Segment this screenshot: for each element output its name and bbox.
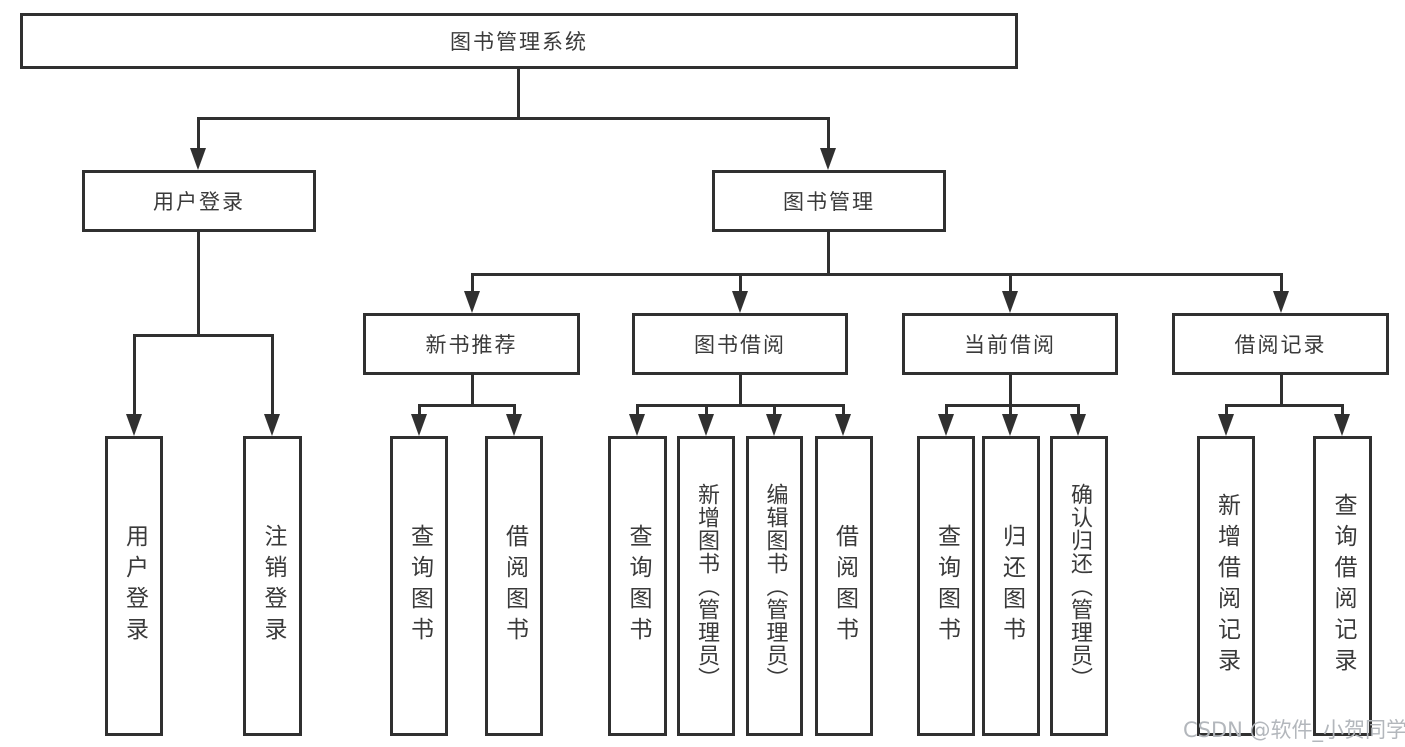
connector-drop-user-login: [197, 117, 200, 150]
leaf-records-add-record-label: 新增借阅记录: [1213, 493, 1240, 679]
connector-drop-borrow-records: [1280, 273, 1283, 293]
leaf-borrow-borrow-books: 借阅图书: [815, 436, 873, 736]
leaf-borrow-add-books-admin-label: 新增图书（管理员）: [694, 482, 719, 690]
node-book-management-label: 图书管理: [783, 190, 875, 214]
connector-level3-rail: [471, 273, 1283, 276]
leaf-current-return-books-label: 归还图书: [998, 524, 1025, 648]
connector-book-borrow-stem: [739, 375, 742, 406]
leaf-current-confirm-return-admin: 确认归还（管理员）: [1050, 436, 1108, 736]
arrow-down-icon: [264, 414, 280, 436]
connector-current-borrow-stem: [1009, 375, 1012, 406]
leaf-borrow-query-books: 查询图书: [608, 436, 667, 736]
connector-drop-leaf: [945, 404, 948, 417]
connector-drop-leaf: [1341, 404, 1344, 417]
node-library-system-label: 图书管理系统: [450, 30, 588, 54]
arrow-down-icon: [698, 414, 714, 436]
node-library-system: 图书管理系统: [20, 13, 1018, 69]
connector-drop-leaf: [705, 404, 708, 417]
connector-drop-leaf: [773, 404, 776, 417]
leaf-user-login-label: 用户登录: [121, 524, 148, 648]
leaf-current-return-books: 归还图书: [982, 436, 1040, 736]
leaf-newbook-borrow-books-label: 借阅图书: [501, 524, 528, 648]
connector-drop-new-book: [471, 273, 474, 293]
arrow-down-icon: [732, 291, 748, 313]
arrow-down-icon: [1218, 414, 1234, 436]
leaf-current-query-books: 查询图书: [917, 436, 975, 736]
connector-root-stem: [517, 68, 520, 120]
arrow-down-icon: [820, 148, 836, 170]
leaf-current-query-books-label: 查询图书: [933, 524, 960, 648]
node-borrowing-records: 借阅记录: [1172, 313, 1389, 375]
node-user-login: 用户登录: [82, 170, 316, 232]
connector-book-management-stem: [827, 232, 830, 276]
connector-book-borrow-rail: [636, 404, 845, 407]
arrow-down-icon: [835, 414, 851, 436]
leaf-newbook-query-books-label: 查询图书: [406, 524, 433, 648]
arrow-down-icon: [766, 414, 782, 436]
connector-drop-leaf-logout: [271, 334, 274, 416]
leaf-newbook-query-books: 查询图书: [390, 436, 448, 736]
leaf-newbook-borrow-books: 借阅图书: [485, 436, 543, 736]
leaf-records-query-record: 查询借阅记录: [1313, 436, 1372, 736]
connector-drop-leaf: [842, 404, 845, 417]
connector-drop-leaf: [513, 404, 516, 417]
arrow-down-icon: [1273, 291, 1289, 313]
arrow-down-icon: [190, 148, 206, 170]
connector-user-login-rail: [133, 334, 274, 337]
leaf-logout-label: 注销登录: [260, 524, 286, 648]
connector-borrow-records-stem: [1280, 375, 1283, 406]
connector-drop-leaf: [1225, 404, 1228, 417]
connector-current-borrow-rail: [945, 404, 1080, 407]
node-book-borrowing-label: 图书借阅: [694, 333, 786, 357]
leaf-user-login: 用户登录: [105, 436, 163, 736]
arrow-down-icon: [506, 414, 522, 436]
arrow-down-icon: [629, 414, 645, 436]
node-current-borrowing-label: 当前借阅: [964, 333, 1056, 357]
node-new-book-recommendation: 新书推荐: [363, 313, 580, 375]
node-current-borrowing: 当前借阅: [902, 313, 1118, 375]
node-borrowing-records-label: 借阅记录: [1234, 333, 1327, 357]
connector-new-book-rail: [418, 404, 516, 407]
node-user-login-label: 用户登录: [153, 190, 245, 214]
connector-drop-book-management: [827, 117, 830, 150]
connector-level2-rail: [197, 117, 830, 120]
connector-drop-leaf-user-login: [133, 334, 136, 416]
connector-drop-current-borrow: [1009, 273, 1012, 293]
connector-drop-leaf: [1077, 404, 1080, 417]
arrow-down-icon: [1002, 291, 1018, 313]
leaf-borrow-add-books-admin: 新增图书（管理员）: [677, 436, 735, 736]
csdn-watermark: CSDN @软件_小贺同学: [1183, 718, 1405, 742]
leaf-borrow-edit-books-admin: 编辑图书（管理员）: [746, 436, 803, 736]
connector-borrow-records-rail: [1225, 404, 1343, 407]
node-book-management: 图书管理: [712, 170, 946, 232]
arrow-down-icon: [1070, 414, 1086, 436]
connector-user-login-stem: [197, 232, 200, 337]
connector-drop-book-borrow: [739, 273, 742, 293]
connector-drop-leaf: [636, 404, 639, 417]
leaf-borrow-query-books-label: 查询图书: [625, 524, 651, 648]
arrow-down-icon: [938, 414, 954, 436]
arrow-down-icon: [1334, 414, 1350, 436]
arrow-down-icon: [464, 291, 480, 313]
node-book-borrowing: 图书借阅: [632, 313, 848, 375]
connector-drop-leaf: [418, 404, 421, 417]
connector-new-book-stem: [471, 375, 474, 406]
arrow-down-icon: [411, 414, 427, 436]
leaf-records-query-record-label: 查询借阅记录: [1330, 493, 1356, 679]
arrow-down-icon: [1002, 414, 1018, 436]
arrow-down-icon: [126, 414, 142, 436]
leaf-current-confirm-return-admin-label: 确认归还（管理员）: [1067, 482, 1092, 690]
leaf-borrow-borrow-books-label: 借阅图书: [831, 524, 858, 648]
connector-drop-leaf: [1009, 404, 1012, 417]
leaf-logout: 注销登录: [243, 436, 302, 736]
leaf-borrow-edit-books-admin-label: 编辑图书（管理员）: [762, 482, 788, 690]
node-new-book-recommendation-label: 新书推荐: [425, 333, 518, 357]
leaf-records-add-record: 新增借阅记录: [1197, 436, 1255, 736]
